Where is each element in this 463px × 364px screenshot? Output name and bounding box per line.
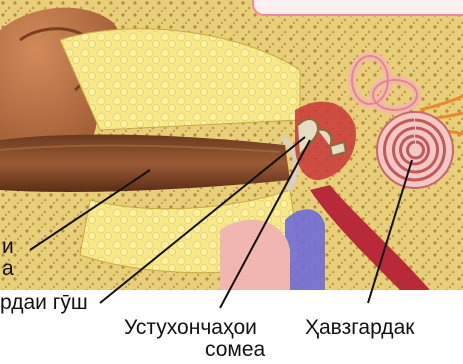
label-ossicles-line2: сомеа: [205, 339, 265, 361]
label-eardrum: рдаи гӯш: [0, 292, 88, 314]
label-ear-canal-line1: и: [2, 236, 14, 258]
cochlea-shape: [377, 112, 453, 188]
top-callout-box: [252, 0, 463, 16]
label-cochlea: Ҳавзгардак: [305, 317, 414, 339]
label-ear-canal-line2: а: [2, 258, 14, 280]
label-ossicles-line1: Устухончаҳои: [124, 317, 257, 339]
